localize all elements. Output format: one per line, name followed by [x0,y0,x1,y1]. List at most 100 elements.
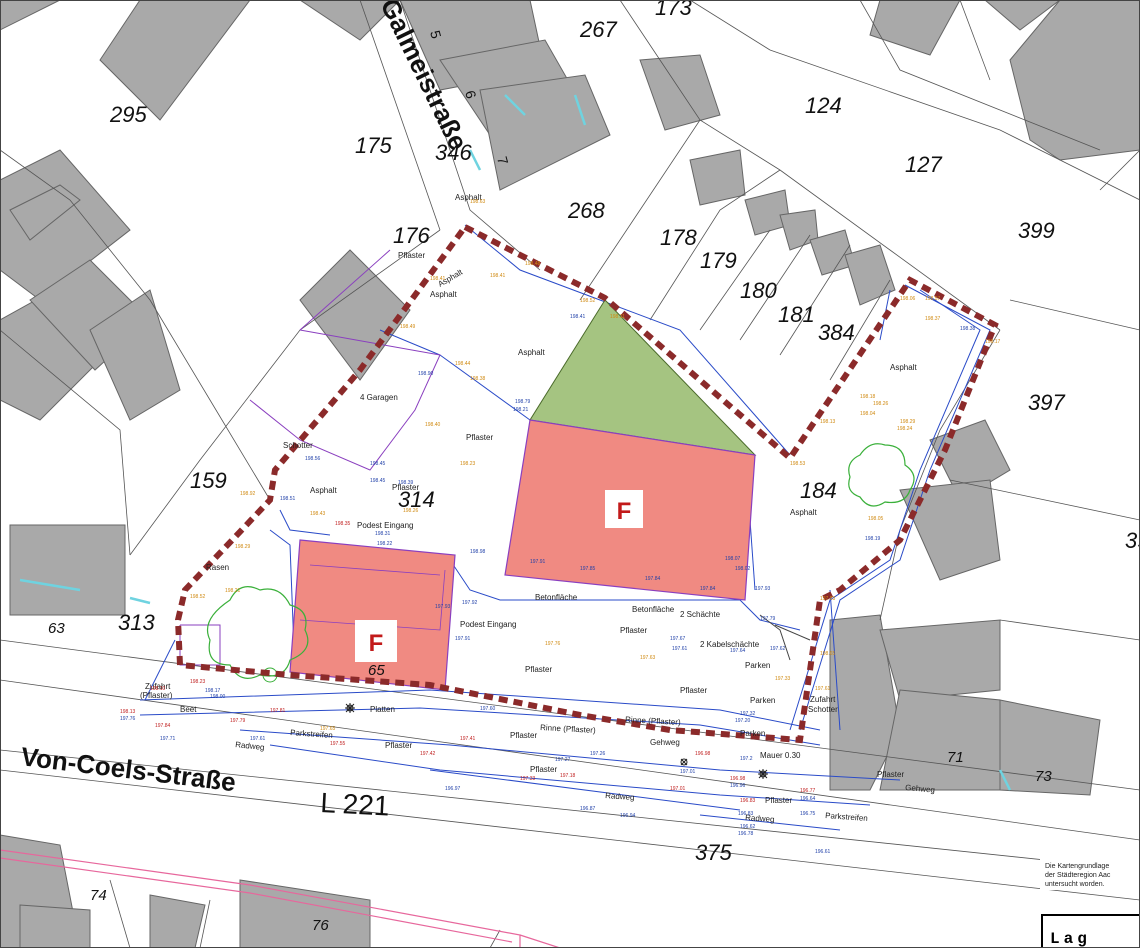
parcel-number: 178 [660,225,697,250]
svg-text:198.21: 198.21 [225,588,241,594]
surface-label: Rinne (Pflaster) [625,715,681,727]
svg-text:198.11: 198.11 [610,314,625,320]
f-marker-large: F [617,498,632,525]
surface-label: 2 Schächte [680,610,721,619]
surface-label: Asphalt [430,290,457,299]
svg-text:198.56: 198.56 [305,456,321,462]
tree-icon [206,586,309,679]
svg-text:198.52: 198.52 [190,594,206,600]
map-note: Die Kartengrundlage der Städteregion Aac… [1040,850,1140,890]
surface-label: Parkstreifen [825,811,868,823]
surface-label: Schotter [283,441,313,450]
svg-text:198.23: 198.23 [460,461,476,467]
svg-text:196.98: 196.98 [695,751,711,757]
svg-text:der Städteregion Aac: der Städteregion Aac [1045,872,1111,879]
svg-text:198.45: 198.45 [370,461,386,467]
f-marker-small: F [369,630,384,657]
svg-text:197.62: 197.62 [770,646,786,652]
surface-label: Radweg [235,740,265,752]
svg-text:197.55: 197.55 [330,741,346,747]
svg-text:196.61: 196.61 [815,849,831,855]
svg-text:197.63: 197.63 [640,655,656,661]
svg-text:196.94: 196.94 [620,813,636,819]
svg-text:198.49: 198.49 [400,324,416,330]
surface-label: Pflaster [385,741,412,750]
house-number: 7 [494,155,512,167]
surface-label: Gehweg [650,738,680,747]
surface-label: Schotter [808,705,838,714]
measurement-lines [139,224,991,831]
svg-text:197.20: 197.20 [735,718,751,724]
parcel-number: 175 [355,133,392,158]
svg-text:198.63: 198.63 [470,199,486,205]
parcel-number: 65 [368,662,385,679]
svg-text:198.45: 198.45 [370,478,386,484]
parcel-number: 375 [695,840,732,865]
svg-text:196.98: 196.98 [730,776,746,782]
parcel-number: 173 [655,0,692,20]
svg-text:197.81: 197.81 [270,708,286,714]
svg-text:198.52: 198.52 [580,298,596,304]
surface-label: Radweg [745,813,775,824]
svg-text:198.39: 198.39 [398,480,414,486]
svg-text:198.17: 198.17 [985,339,1001,345]
svg-text:197.2: 197.2 [740,756,753,762]
svg-text:198.38: 198.38 [470,376,486,382]
svg-text:198.00: 198.00 [210,694,226,700]
svg-text:197.85: 197.85 [580,566,596,572]
surface-label: Rinne (Pflaster) [540,723,596,735]
svg-text:197.67: 197.67 [670,636,686,642]
parcel-number: 176 [393,223,430,248]
svg-text:197.61: 197.61 [250,736,266,742]
svg-text:198.40: 198.40 [425,422,441,428]
road-code-label: L 221 [320,787,391,822]
parcel-number: 127 [905,152,942,177]
svg-text:197.84: 197.84 [645,576,661,582]
parcel-number: 313 [118,610,155,635]
svg-text:198.04: 198.04 [860,411,876,417]
parcel-number: 384 [818,320,855,345]
svg-text:197.93: 197.93 [435,604,451,610]
svg-text:198.41: 198.41 [430,276,446,282]
surface-label: Asphalt [310,486,337,495]
parcel-number: 76 [312,917,329,934]
surface-label: Asphalt [890,363,917,372]
surface-label: 4 Garagen [360,393,398,402]
surface-label: Podest Eingang [460,620,517,629]
svg-text:198.65: 198.65 [820,651,836,657]
parcel-number: 180 [740,278,777,303]
surface-label: Pflaster [510,731,537,740]
area-f-small-inner-2 [309,564,441,576]
svg-text:198.53: 198.53 [790,461,806,467]
svg-text:198.24: 198.24 [897,426,913,432]
svg-text:197.71: 197.71 [160,736,176,742]
site-boundary [174,223,999,744]
parcel-number: 124 [805,93,842,118]
svg-text:196.83: 196.83 [740,798,756,804]
svg-text:198.02: 198.02 [735,566,751,572]
surface-label: Parken [745,661,770,670]
surface-label: Pflaster [392,483,419,492]
surface-label: Betonfläche [535,593,578,602]
streetlight-icon [758,769,768,779]
surface-label: Zufahrt [810,695,836,704]
svg-text:196.87: 196.87 [580,806,596,812]
surface-label: Gehweg [905,783,935,795]
svg-text:Die Kartengrundlage: Die Kartengrundlage [1045,863,1109,870]
svg-text:198.10: 198.10 [150,686,166,692]
svg-text:198.35: 198.35 [335,521,351,527]
parcel-number: 397 [1028,390,1065,415]
svg-text:197.65: 197.65 [320,726,336,732]
streetlight-icon [680,758,688,766]
surface-label: Asphalt [518,348,545,357]
svg-text:198.90: 198.90 [418,371,434,377]
svg-text:197.32: 197.32 [740,711,756,717]
surface-label: Platten [370,705,395,714]
parcel-number: 63 [48,620,65,637]
svg-text:196.64: 196.64 [800,796,816,802]
elevation-points: 198.63 198.41 198.41 198.48 198.52 198.4… [120,199,1001,855]
svg-text:196.97: 196.97 [445,786,461,792]
svg-text:198.51: 198.51 [280,496,296,502]
parcel-number: 295 [109,102,147,127]
legend-box: Lag [1041,914,1140,948]
